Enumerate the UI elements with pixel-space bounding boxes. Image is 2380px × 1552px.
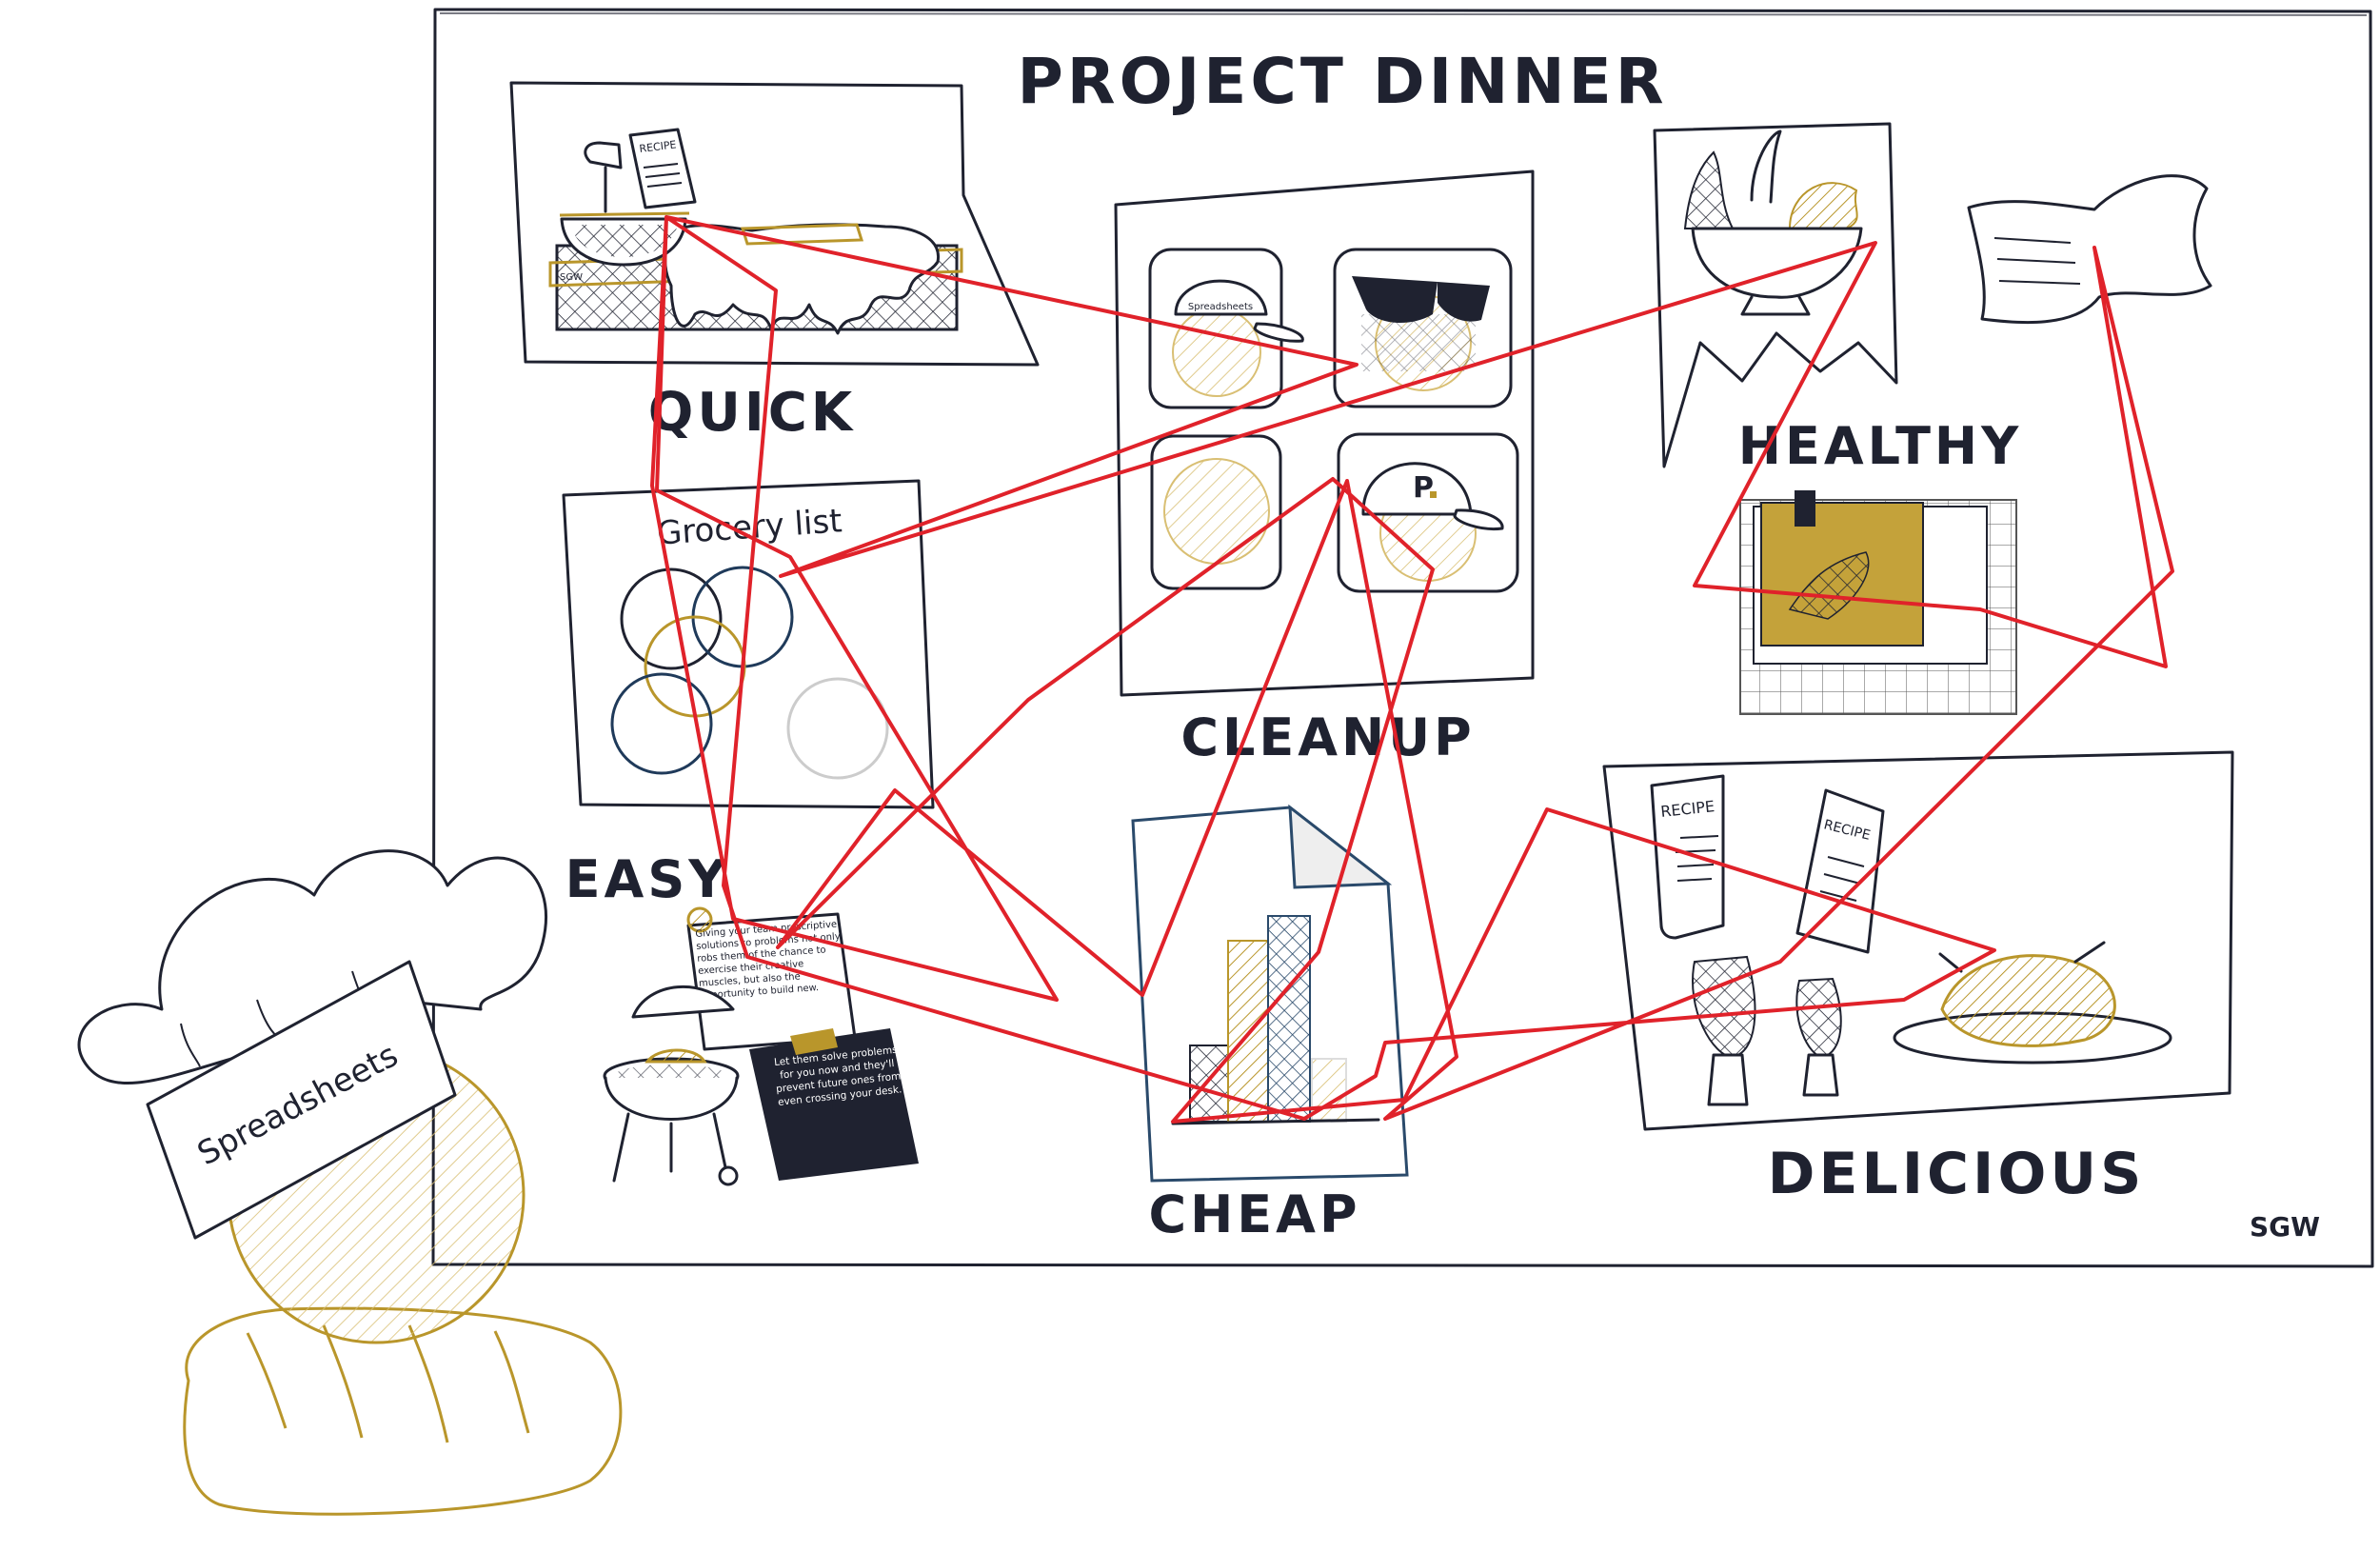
quick-panel: SGW RECIPE QUICK	[509, 81, 1040, 444]
sunglasses-icon	[1352, 276, 1490, 371]
section-label-cheap: CHEAP	[1148, 1184, 1360, 1244]
cheap-panel: CHEAP	[1131, 804, 1409, 1244]
bar-chart-icon	[1171, 915, 1380, 1125]
roast-chicken-icon	[1893, 941, 2172, 1065]
section-label-cleanup: CLEANUP	[1180, 707, 1475, 767]
rolling-pin-icon	[740, 223, 864, 246]
grocery-list-panel: Grocery list	[562, 479, 935, 809]
board: PROJECT DINNER SGW	[431, 8, 2374, 1268]
baseball-cap-icon: Spreadsheets	[1174, 279, 1304, 343]
svg-text:P: P	[1413, 471, 1434, 505]
grill-icon	[603, 985, 740, 1186]
svg-text:Spreadsheets: Spreadsheets	[1188, 302, 1253, 312]
dough-icon	[664, 223, 940, 335]
recipe-card-left-icon: RECIPE	[1650, 774, 1725, 940]
board-title: PROJECT DINNER	[1017, 45, 1667, 118]
delicious-panel: RECIPE RECIPE DELICIOUS	[1602, 750, 2234, 1207]
healthy-panel: HEALTHY	[1653, 122, 2212, 715]
recipe-card-icon: RECIPE	[628, 128, 697, 209]
paper-bow-icon	[1967, 174, 2212, 325]
grocery-list-title: Grocery list	[656, 502, 843, 552]
baseball-cap-logo-icon: P	[1361, 462, 1504, 531]
cleanup-panel: Spreadsheets P CLEANUP	[1114, 169, 1535, 767]
clipboard-photo-icon	[1739, 490, 2017, 715]
section-label-quick: QUICK	[648, 382, 856, 444]
red-string	[650, 215, 2174, 1124]
section-label-easy: EASY	[565, 849, 730, 909]
herb-bowl-icon	[1683, 129, 1863, 316]
morel-mushroom-icon	[1692, 955, 1842, 1106]
mixer-icon	[559, 141, 690, 267]
svg-text:RECIPE: RECIPE	[639, 138, 677, 155]
chef: Spreadsheets	[77, 849, 623, 1516]
recipe-card-right-icon: RECIPE	[1795, 788, 1885, 954]
section-label-delicious: DELICIOUS	[1768, 1141, 2146, 1207]
cutting-board-tag: SGW	[560, 272, 583, 283]
section-label-healthy: HEALTHY	[1738, 416, 2022, 476]
signature: SGW	[2250, 1211, 2320, 1243]
easy-notes: Giving your team prescriptive solutions …	[603, 906, 919, 1186]
